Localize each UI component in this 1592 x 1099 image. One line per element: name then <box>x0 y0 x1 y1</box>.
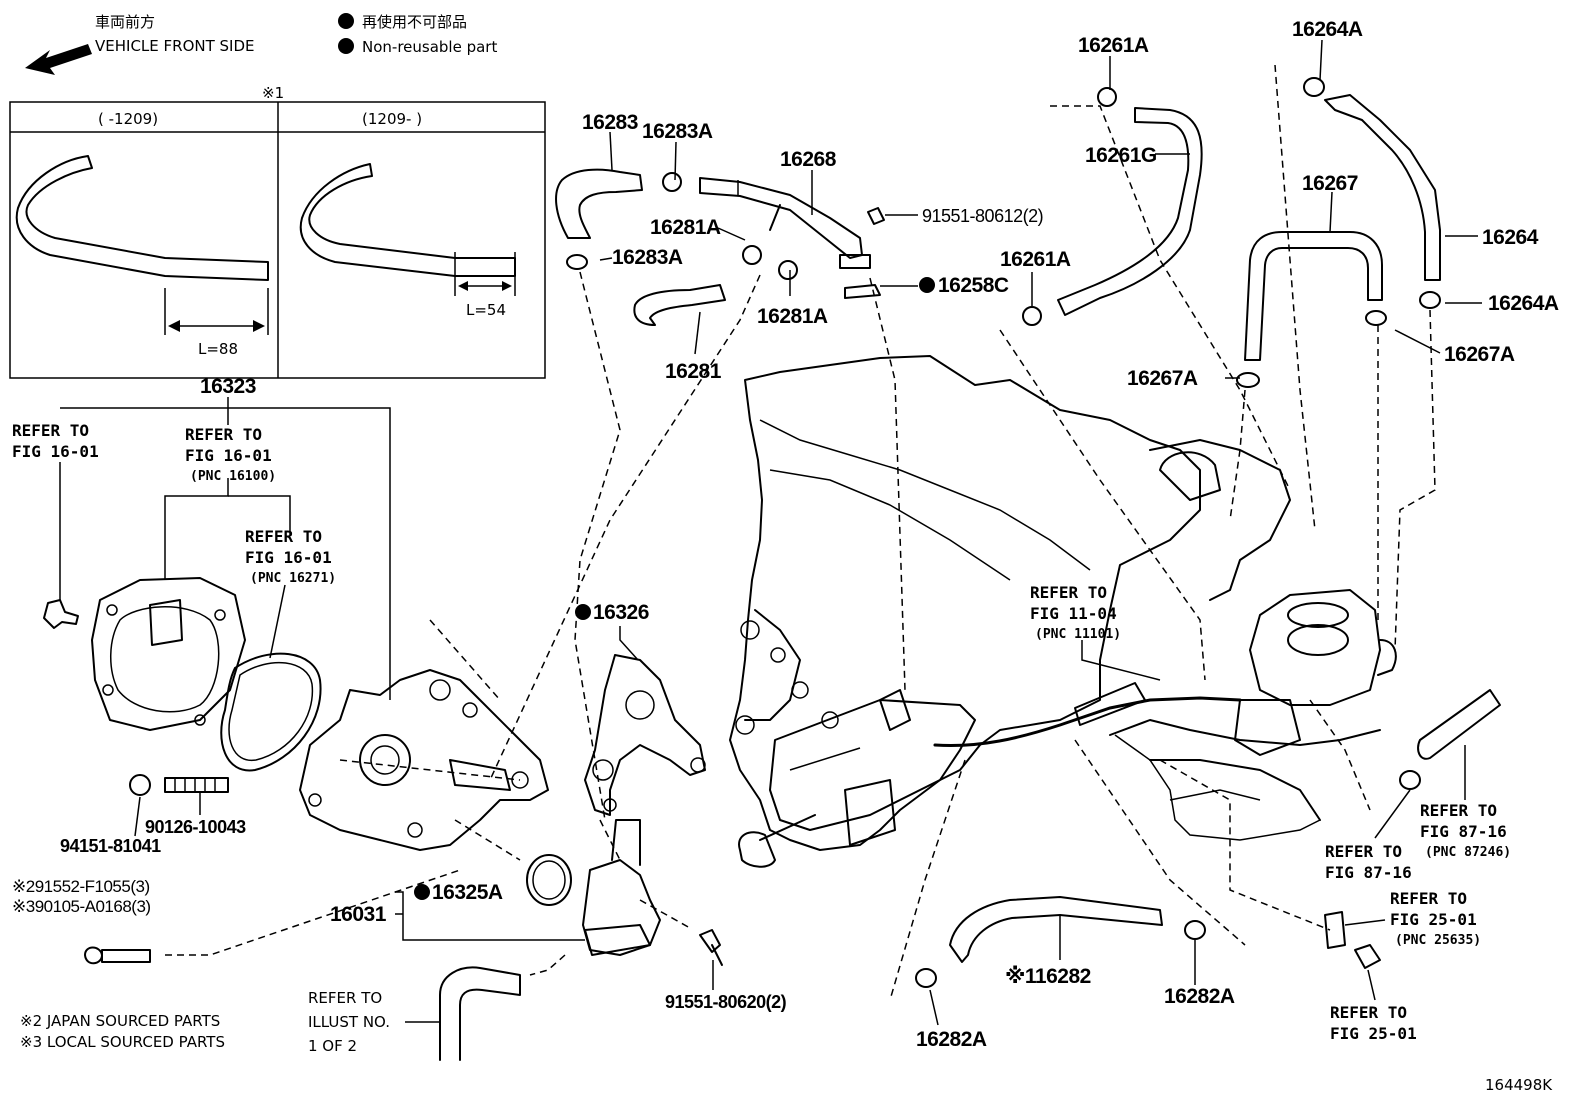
inset-mark: ※1 <box>262 84 284 102</box>
label-16326: 16326 <box>593 601 649 624</box>
label-16261A-mid: 16261A <box>1000 248 1071 271</box>
ref-7-line3: (PNC 25635) <box>1395 933 1481 948</box>
front-arrow-icon <box>25 44 92 75</box>
label-16281A-left: 16281A <box>650 216 721 239</box>
ref-4-line2: FIG 11-04 <box>1030 604 1117 623</box>
label-16325A: 16325A <box>432 881 503 904</box>
label-94151-81041: 94151-81041 <box>60 836 161 856</box>
illust-ref-line1: REFER TO <box>308 989 382 1007</box>
label-16281: 16281 <box>665 360 722 383</box>
ref-3-line3: (PNC 16271) <box>250 571 336 586</box>
inset-right-header: (1209- ) <box>362 110 422 128</box>
ref-2-line1: REFER TO <box>185 425 262 444</box>
ref-2-line2: FIG 16-01 <box>185 446 272 465</box>
front-label-jp: 車両前方 <box>95 13 155 31</box>
footnote-local: ※3 LOCAL SOURCED PARTS <box>20 1033 225 1051</box>
inset-left-dim: L=88 <box>198 340 238 358</box>
ref-4-line1: REFER TO <box>1030 583 1107 602</box>
dashed-guides <box>165 64 1436 1001</box>
ref-1-line2: FIG 16-01 <box>12 442 99 461</box>
ref-2-line3: (PNC 16100) <box>190 469 276 484</box>
ref-5-line1: REFER TO <box>1420 801 1497 820</box>
ref-8-line2: FIG 25-01 <box>1330 1024 1417 1043</box>
label-390105: ※390105-A0168(3) <box>12 897 151 916</box>
label-16258C: 16258C <box>938 274 1009 297</box>
legend-label-jp: 再使用不可部品 <box>362 13 467 31</box>
water-inlet-housing-illustration <box>299 669 549 851</box>
label-16264A-top: 16264A <box>1292 18 1363 41</box>
ref-1-line1: REFER TO <box>12 421 89 440</box>
pump-gasket-illustration <box>220 652 322 772</box>
label-16282A-left: 16282A <box>916 1028 987 1051</box>
ref-5-line2: FIG 87-16 <box>1420 822 1507 841</box>
hose-16281-illustration <box>633 284 726 326</box>
part-labels: 16323 16283 16283A 16283A 16268 91551-80… <box>12 18 1559 1051</box>
label-16281A-right: 16281A <box>757 305 828 328</box>
label-16268: 16268 <box>780 148 837 171</box>
ref-7-line1: REFER TO <box>1390 889 1467 908</box>
inset-right-dim: L=54 <box>466 301 506 319</box>
label-16267A-left: 16267A <box>1127 367 1198 390</box>
engine-block-illustration <box>729 355 1397 868</box>
inset-left-header: ( -1209) <box>98 110 158 128</box>
ref-6-line2: FIG 87-16 <box>1325 863 1412 882</box>
right-pipe-illustration <box>1417 689 1501 760</box>
figure-id: 164498K <box>1485 1076 1553 1094</box>
illust-ref-line2: ILLUST NO. <box>308 1013 390 1031</box>
gasket-16326-illustration <box>584 654 706 816</box>
hose-16261G-illustration <box>1057 107 1203 316</box>
label-16267A-right: 16267A <box>1444 343 1515 366</box>
thermostat-housing-illustration <box>526 819 661 956</box>
label-291552: ※291552-F1055(3) <box>12 877 150 896</box>
label-16267: 16267 <box>1302 172 1358 195</box>
label-16283: 16283 <box>582 111 638 134</box>
label-16031: 16031 <box>330 903 387 926</box>
front-label-en: VEHICLE FRONT SIDE <box>95 37 255 55</box>
non-reusable-dot-icon <box>338 13 354 29</box>
illust-ref-line3: 1 OF 2 <box>308 1037 357 1055</box>
ref-8-line1: REFER TO <box>1330 1003 1407 1022</box>
non-reusable-dot-icon <box>414 884 430 900</box>
reference-labels: REFER TO FIG 16-01 REFER TO FIG 16-01 (P… <box>12 421 1511 1055</box>
legend-label-en: Non-reusable part <box>362 38 497 56</box>
label-16282: ※116282 <box>1005 965 1091 988</box>
leader-lines <box>59 39 1482 1026</box>
label-16323: 16323 <box>200 375 256 398</box>
ref-3-line2: FIG 16-01 <box>245 548 332 567</box>
ref-7-line2: FIG 25-01 <box>1390 910 1477 929</box>
hose-16283-illustration <box>555 168 643 239</box>
ref-6-line1: REFER TO <box>1325 842 1402 861</box>
label-16282A-right: 16282A <box>1164 985 1235 1008</box>
label-16264A-right: 16264A <box>1488 292 1559 315</box>
ref-3-line1: REFER TO <box>245 527 322 546</box>
label-16261G: 16261G <box>1085 144 1157 167</box>
ref-5-line3: (PNC 87246) <box>1425 845 1511 860</box>
inset-box: ※1 ( -1209) (1209- ) L=88 L=54 <box>9 84 546 379</box>
label-90126-10043: 90126-10043 <box>145 817 246 837</box>
hose-16282-illustration <box>949 896 1163 963</box>
pipe-16268-illustration <box>699 177 881 299</box>
label-16261A-top: 16261A <box>1078 34 1149 57</box>
non-reusable-dot-icon <box>338 38 354 54</box>
bolt-illustration <box>43 207 1381 969</box>
radiator-hose-illustration <box>439 966 521 1061</box>
footnote-japan: ※2 JAPAN SOURCED PARTS <box>20 1012 220 1030</box>
non-reusable-dot-icon <box>919 277 935 293</box>
label-16283A-top: 16283A <box>642 120 713 143</box>
clamp-illustration <box>566 77 1441 988</box>
label-91551-80620: 91551-80620(2) <box>665 992 787 1012</box>
hose-16267-illustration <box>1244 231 1383 361</box>
non-reusable-dot-icon <box>575 604 591 620</box>
label-16283A-bottom: 16283A <box>612 246 683 269</box>
water-pump-housing-illustration <box>91 577 246 731</box>
ref-4-line3: (PNC 11101) <box>1035 627 1121 642</box>
label-91551-80612: 91551-80612(2) <box>922 206 1043 226</box>
hose-16264-illustration <box>1324 94 1441 281</box>
label-16264: 16264 <box>1482 226 1539 249</box>
